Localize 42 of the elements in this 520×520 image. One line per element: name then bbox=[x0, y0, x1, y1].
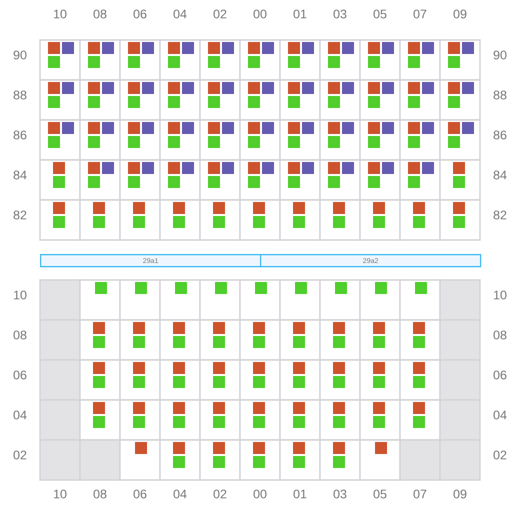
row-label: 06 bbox=[14, 370, 26, 380]
column-label: 01 bbox=[294, 490, 306, 498]
row-label: 02 bbox=[494, 450, 506, 460]
column-label: 03 bbox=[334, 490, 346, 498]
row-label: 08 bbox=[14, 330, 26, 340]
column-label: 03 bbox=[334, 10, 346, 18]
row-label: 06 bbox=[494, 370, 506, 380]
row-label: 86 bbox=[494, 130, 506, 140]
row-label: 82 bbox=[14, 210, 26, 220]
column-label: 07 bbox=[414, 490, 426, 498]
column-label: 02 bbox=[214, 10, 226, 18]
row-label: 86 bbox=[14, 130, 26, 140]
column-label: 09 bbox=[454, 10, 466, 18]
column-label: 05 bbox=[374, 10, 386, 18]
row-label: 82 bbox=[494, 210, 506, 220]
column-label: 04 bbox=[174, 490, 187, 498]
column-label: 09 bbox=[454, 490, 466, 498]
row-label: 04 bbox=[14, 410, 27, 420]
column-label: 04 bbox=[174, 10, 187, 18]
column-label: 08 bbox=[94, 490, 106, 498]
column-label: 07 bbox=[414, 10, 426, 18]
row-label: 90 bbox=[14, 50, 26, 60]
row-label: 90 bbox=[494, 50, 506, 60]
column-label: 00 bbox=[254, 490, 266, 498]
row-label: 84 bbox=[14, 170, 27, 180]
row-label: 08 bbox=[494, 330, 506, 340]
row-label: 88 bbox=[14, 90, 26, 100]
column-label: 00 bbox=[254, 10, 266, 18]
column-label: 10 bbox=[54, 10, 66, 18]
column-label: 06 bbox=[134, 490, 146, 498]
row-label: 88 bbox=[494, 90, 506, 100]
row-label: 10 bbox=[14, 290, 26, 300]
column-label: 08 bbox=[94, 10, 106, 18]
column-label: 02 bbox=[214, 490, 226, 498]
row-label: 04 bbox=[494, 410, 507, 420]
column-label: 01 bbox=[294, 10, 306, 18]
column-label: 05 bbox=[374, 490, 386, 498]
row-label: 84 bbox=[494, 170, 507, 180]
row-label: 02 bbox=[14, 450, 26, 460]
row-label: 10 bbox=[494, 290, 506, 300]
column-label: 06 bbox=[134, 10, 146, 18]
column-label: 10 bbox=[54, 490, 66, 498]
